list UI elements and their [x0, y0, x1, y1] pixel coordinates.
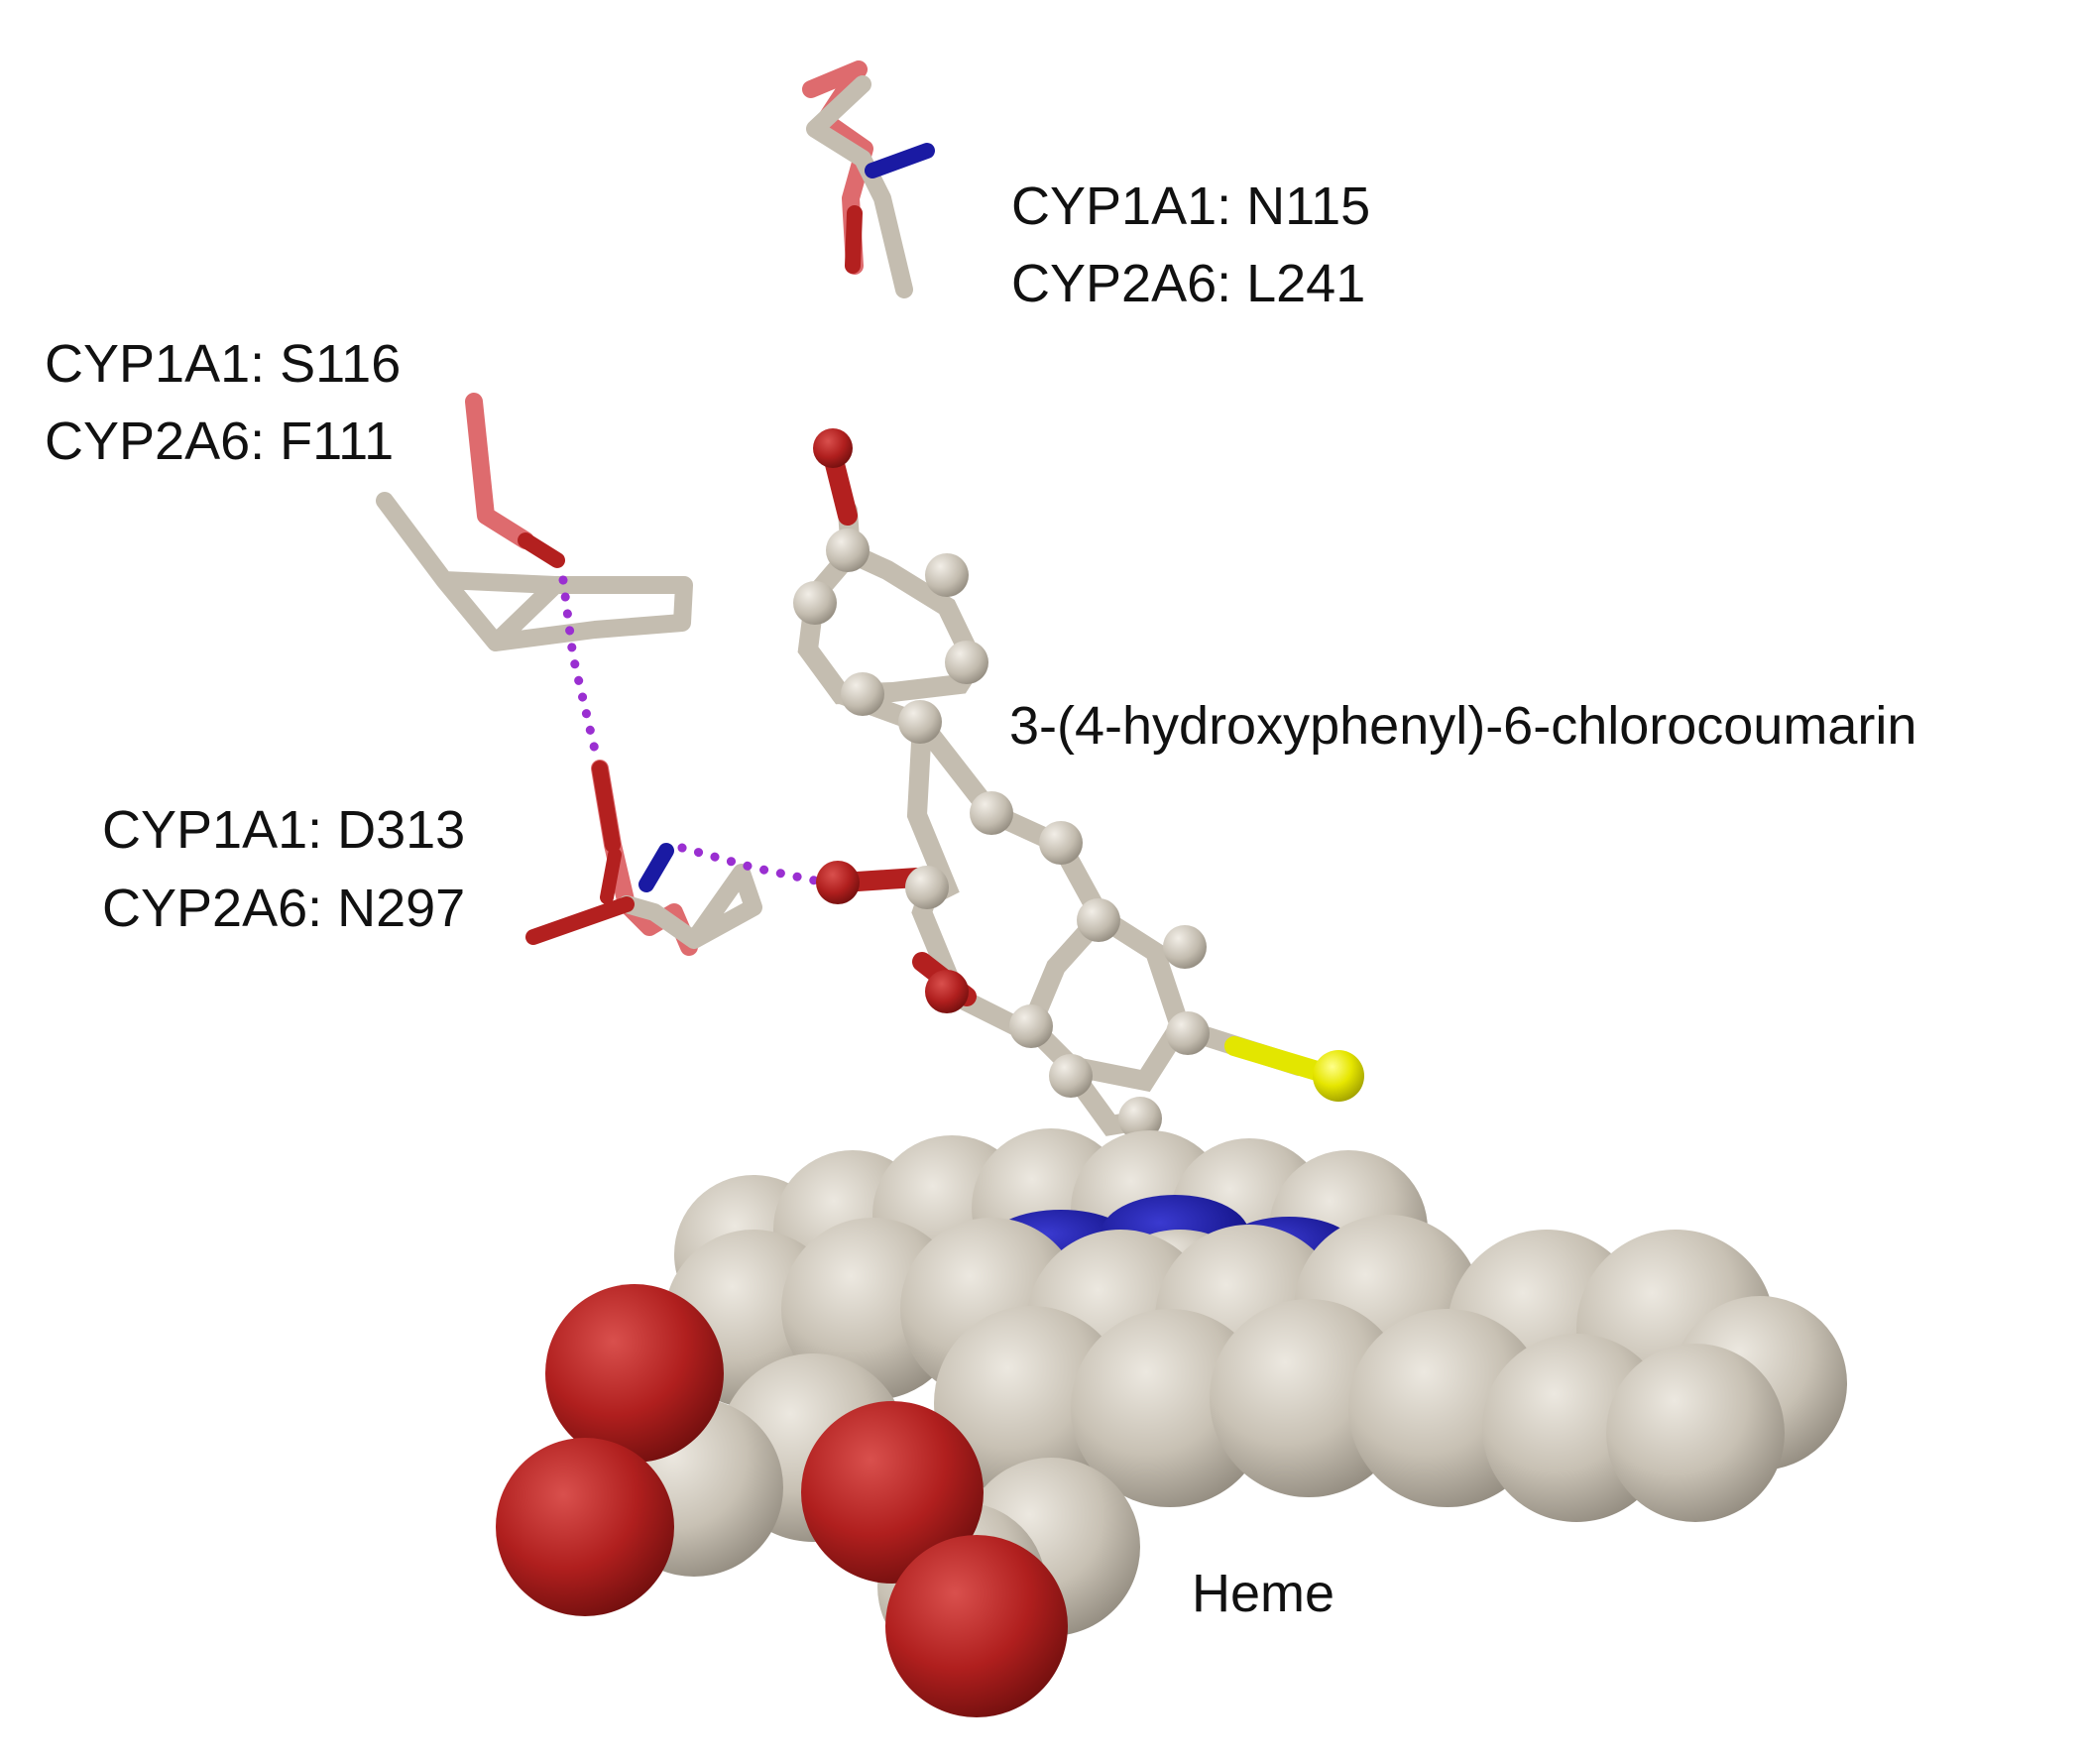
carbon-atom	[1049, 1054, 1093, 1098]
n115-nitrogen-bond	[865, 143, 935, 178]
label-heme: Heme	[1192, 1564, 1334, 1623]
hydrogen-bonds	[558, 575, 820, 885]
label-cyp1a1-n115: CYP1A1: N115	[1011, 176, 1370, 236]
carbon-atom	[1009, 1004, 1053, 1048]
label-cyp2a6-f111: CYP2A6: F111	[45, 412, 394, 471]
cyp2a6-n297-sidechain	[618, 864, 762, 949]
carbon-atom	[826, 529, 870, 572]
carbon-atom	[1163, 925, 1207, 969]
heme-group	[496, 1128, 1847, 1717]
heme-front-row	[934, 1299, 1785, 1522]
chlorine-atom	[1313, 1050, 1364, 1102]
carbon-atom	[1118, 1097, 1162, 1140]
residue-n115-l241	[802, 60, 935, 298]
ligand-heteroatom-bonds	[823, 446, 1343, 1086]
propionate-oxygen-atom	[496, 1438, 674, 1616]
carbon-atom	[793, 581, 837, 625]
carbon-atom	[841, 672, 884, 716]
labels: CYP1A1: N115 CYP2A6: L241 CYP1A1: S116 C…	[45, 176, 1916, 1623]
label-cyp2a6-l241: CYP2A6: L241	[1011, 254, 1365, 313]
ligand-bonds	[797, 501, 1309, 1136]
label-cyp2a6-n297: CYP2A6: N297	[102, 879, 465, 938]
propionate-oxygen-atom	[885, 1535, 1068, 1717]
cyp2a6-f111-ring	[376, 492, 693, 651]
carbon-atom	[1166, 1011, 1210, 1055]
s116-oxygen-bond	[518, 532, 565, 568]
label-cyp1a1-s116: CYP1A1: S116	[45, 334, 401, 394]
residue-s116-f111	[376, 393, 693, 651]
ring-oxygen-atom	[925, 970, 969, 1013]
ligand-molecule	[793, 428, 1364, 1140]
propionate-oxygen-atom	[801, 1401, 984, 1584]
cyp2a6-l241-sidechain	[806, 75, 913, 298]
label-cyp1a1-d313: CYP1A1: D313	[102, 800, 465, 860]
d313-oxygen-bond-1	[592, 761, 621, 853]
carbon-atom	[1077, 898, 1120, 942]
carbon-atom	[945, 641, 988, 684]
hbond-n297-ligand	[677, 843, 820, 885]
cyp1a1-s116-sidechain	[465, 393, 534, 549]
ligand-atoms	[793, 428, 1364, 1140]
label-ligand: 3-(4-hydroxyphenyl)-6-chlorocoumarin	[1009, 696, 1916, 756]
carbon-atom	[905, 866, 949, 909]
carbon-atom	[925, 553, 969, 597]
carbonyl-oxygen-atom	[816, 861, 860, 904]
n115-oxygen-bond	[845, 205, 863, 274]
d313-oxygen-bond-2	[525, 896, 635, 945]
heme-propionate-right	[801, 1401, 1140, 1717]
carbon-atom	[898, 700, 942, 744]
residue-d313-n297	[525, 760, 762, 956]
hbond-s116-f111	[558, 575, 602, 764]
hydroxyl-oxygen-atom	[813, 428, 853, 468]
carbon-atom	[970, 791, 1013, 835]
carbon-atom	[1039, 821, 1083, 865]
n297-nitrogen-bond	[638, 843, 674, 892]
propionate-oxygen-atom	[545, 1284, 724, 1463]
d313-oxygen-bond-3	[600, 848, 622, 904]
